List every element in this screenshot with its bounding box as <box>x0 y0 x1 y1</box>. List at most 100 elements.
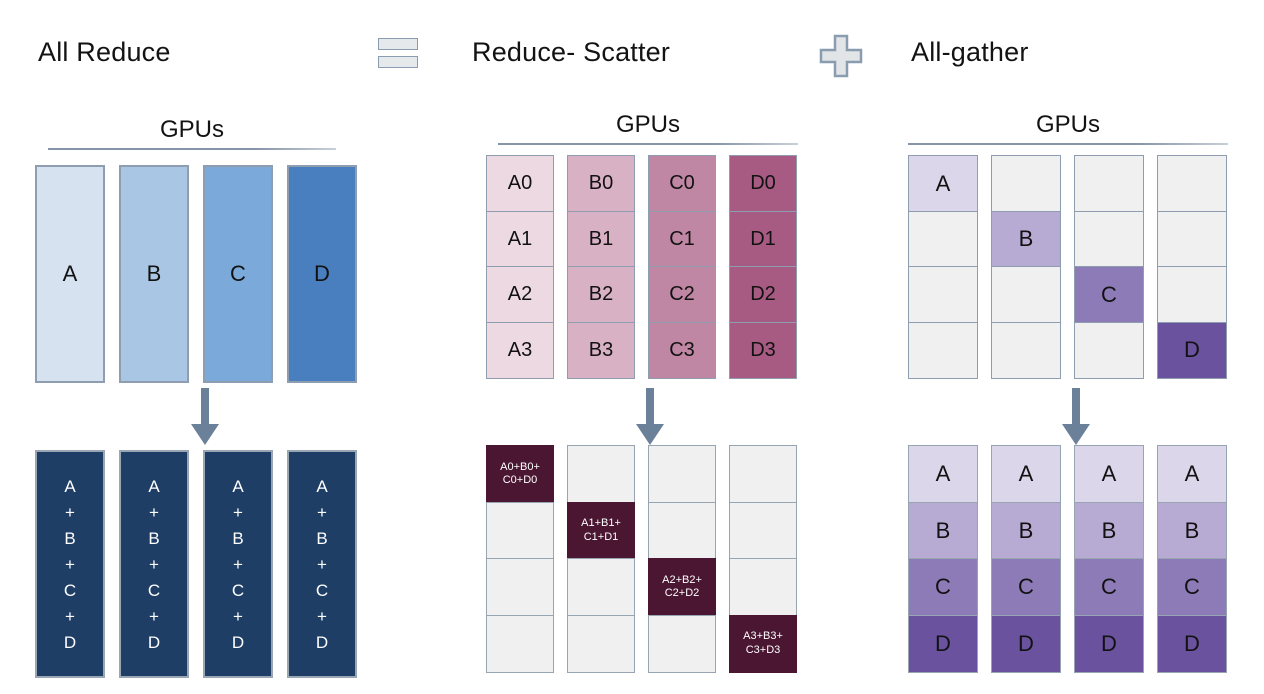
shard-cell: D <box>908 614 978 673</box>
gpu-column: A0+B0+C0+D0 <box>486 445 554 673</box>
shard-cell: B3 <box>567 321 635 379</box>
sum-token: + <box>317 554 327 574</box>
shard-cell: D2 <box>729 266 797 323</box>
shard-cell: C0 <box>648 155 716 212</box>
shard-cell: D <box>991 614 1061 673</box>
sum-token: + <box>317 606 327 626</box>
sum-token: D <box>147 632 161 652</box>
empty-cell <box>486 558 554 616</box>
shard-cell: A1 <box>486 210 554 268</box>
shard-cell: C <box>1074 266 1144 323</box>
all-reduce-input-row: A B C D <box>35 165 357 383</box>
down-arrow-icon <box>1060 388 1092 446</box>
gpu-bar: C <box>203 165 273 383</box>
gpu-bar-sum: A + B + C + D <box>119 450 189 678</box>
sum-token: D <box>63 632 77 652</box>
shard-cell: B <box>1074 501 1144 560</box>
shard-cell: A <box>908 445 978 503</box>
shard-line: C3+D3 <box>745 643 781 656</box>
sum-token: + <box>233 606 243 626</box>
shard-cell: A <box>1157 445 1227 503</box>
gpus-rule <box>908 143 1228 145</box>
reduced-shard-cell: A3+B3+C3+D3 <box>729 614 797 673</box>
shard-cell: D <box>1074 614 1144 673</box>
sum-token: + <box>317 502 327 522</box>
sum-token: B <box>64 528 76 548</box>
gpu-column: C <box>1074 155 1144 379</box>
shard-cell: A0 <box>486 155 554 212</box>
plus-icon <box>818 33 864 79</box>
empty-cell <box>991 321 1061 379</box>
shard-cell: C <box>991 558 1061 616</box>
sum-token: + <box>233 502 243 522</box>
gpus-header-all-gather: GPUs <box>908 113 1228 145</box>
empty-cell <box>1074 321 1144 379</box>
sum-token: B <box>232 528 244 548</box>
down-arrow-icon <box>634 388 666 446</box>
shard-line: A3+B3+ <box>743 630 783 643</box>
sum-token: B <box>148 528 160 548</box>
shard-cell: C3 <box>648 321 716 379</box>
gpu-column: A1+B1+C1+D1 <box>567 445 635 673</box>
shard-cell: D0 <box>729 155 797 212</box>
sum-token: C <box>231 580 245 600</box>
gpus-label: GPUs <box>615 111 680 138</box>
sum-token: + <box>149 502 159 522</box>
gpu-bar: D <box>287 165 357 383</box>
empty-cell <box>1157 266 1227 323</box>
shard-cell: C2 <box>648 266 716 323</box>
gpu-column: D <box>1157 155 1227 379</box>
shard-text: A2+B2+C2+D2 <box>662 574 702 601</box>
sum-token: + <box>65 554 75 574</box>
reduced-shard-cell: A2+B2+C2+D2 <box>648 558 716 616</box>
shard-cell: B1 <box>567 210 635 268</box>
reduced-shard-cell: A0+B0+C0+D0 <box>486 445 554 503</box>
shard-cell: B <box>991 210 1061 268</box>
sum-token: D <box>315 632 329 652</box>
shard-cell: D <box>1157 321 1227 379</box>
sum-token: + <box>149 606 159 626</box>
sum-token: A <box>316 476 328 496</box>
shard-cell: A <box>908 155 978 212</box>
gpus-label: GPUs <box>1035 111 1100 138</box>
equals-icon-bar-bottom <box>378 56 418 68</box>
shard-line: C1+D1 <box>583 530 619 543</box>
section-title-all-gather: All-gather <box>911 37 1029 67</box>
sum-token: C <box>147 580 161 600</box>
empty-cell <box>1157 155 1227 212</box>
sum-token: C <box>63 580 77 600</box>
shard-cell: D3 <box>729 321 797 379</box>
gpu-bar: B <box>119 165 189 383</box>
shard-text: A1+B1+C1+D1 <box>581 517 621 544</box>
shard-cell: C <box>908 558 978 616</box>
shard-text: A0+B0+C0+D0 <box>500 461 540 488</box>
empty-cell <box>486 501 554 560</box>
empty-cell <box>729 558 797 616</box>
shard-line: C2+D2 <box>664 587 700 599</box>
empty-cell <box>908 210 978 268</box>
shard-cell: B2 <box>567 266 635 323</box>
empty-cell <box>486 614 554 673</box>
gpus-label: GPUs <box>159 116 224 143</box>
sum-token: + <box>149 554 159 574</box>
empty-cell <box>648 501 716 560</box>
shard-cell: C <box>1074 558 1144 616</box>
empty-cell <box>991 266 1061 323</box>
gpus-header-all-reduce: GPUs <box>48 118 336 150</box>
shard-cell: B <box>1157 501 1227 560</box>
sum-token: B <box>316 528 328 548</box>
sum-token: A <box>148 476 160 496</box>
shard-cell: B <box>908 501 978 560</box>
empty-cell <box>1074 155 1144 212</box>
shard-line: A0+B0+ <box>500 460 540 473</box>
